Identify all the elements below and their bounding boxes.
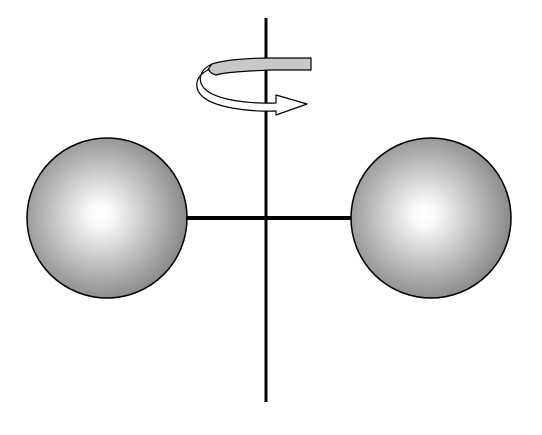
rotation-arrow-front-band: [196, 63, 308, 116]
rotation-arrow-back-band: [208, 57, 312, 76]
right-sphere: [350, 137, 512, 299]
curved-rotation-arrow-icon: [196, 57, 312, 116]
left-sphere: [26, 137, 188, 299]
